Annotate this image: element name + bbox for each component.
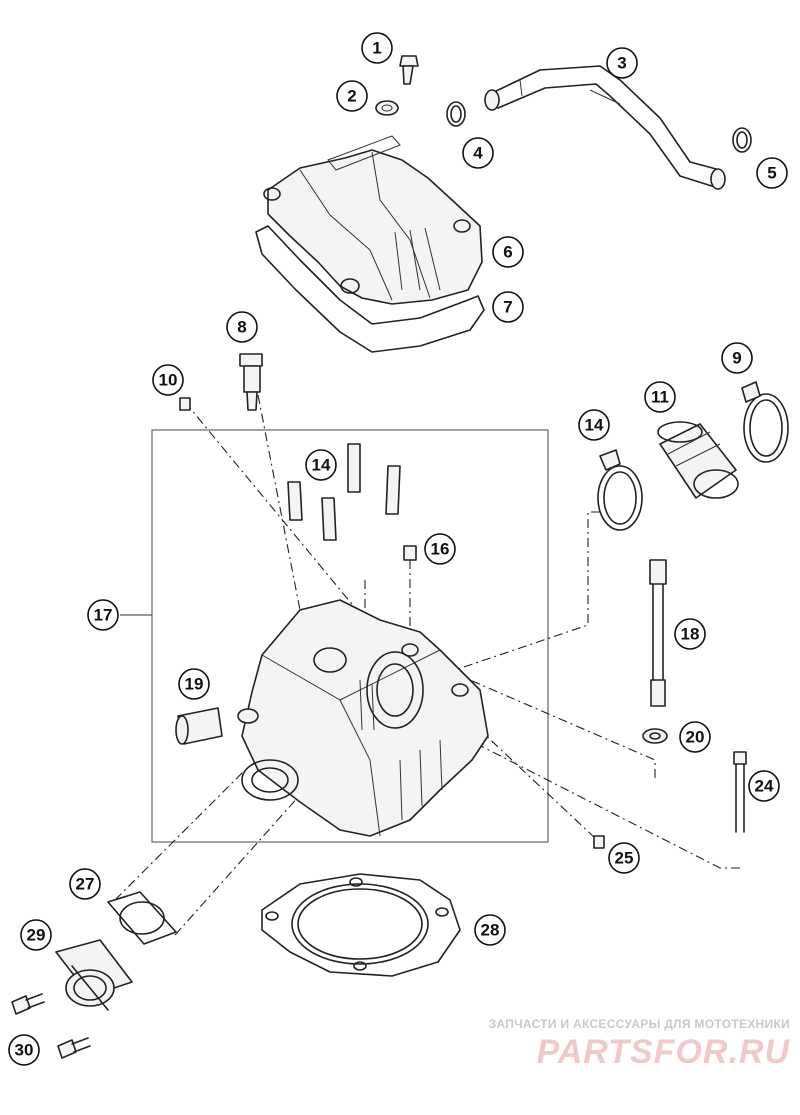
callout-4: 7 (492, 291, 524, 323)
flange-bolts (11, 993, 91, 1059)
svg-text:28: 28 (481, 921, 500, 940)
seal-small (237, 708, 259, 724)
watermark-subtitle: ЗАПЧАСТИ И АКСЕССУАРЫ ДЛЯ МОТОТЕХНИКИ (488, 1017, 790, 1031)
callout-14-lower: 25 (608, 842, 640, 874)
svg-text:19: 19 (185, 675, 204, 694)
svg-text:11: 11 (651, 388, 669, 407)
callout-10: 27 (69, 868, 101, 900)
cylinder-head-assembly-frame (151, 429, 549, 843)
callout-11: 19 (178, 668, 210, 700)
hose-clamp-small-2 (732, 127, 752, 153)
callout-18: 20 (679, 721, 711, 753)
stud-bolt (649, 559, 667, 707)
svg-text:14: 14 (312, 456, 331, 475)
svg-text:17: 17 (94, 606, 113, 625)
svg-text:7: 7 (503, 298, 512, 317)
callout-25: 9 (721, 342, 753, 374)
valve-cover (263, 135, 483, 305)
hose-clamp-small (446, 101, 466, 127)
svg-text:9: 9 (732, 349, 741, 368)
valve-guides (287, 443, 401, 541)
breather-hose (484, 65, 726, 190)
svg-text:10: 10 (159, 371, 178, 390)
long-bolt (733, 751, 747, 833)
svg-text:24: 24 (755, 777, 774, 796)
callout-20: 16 (424, 533, 456, 565)
svg-text:1: 1 (372, 39, 381, 58)
svg-text:2: 2 (347, 87, 356, 106)
temperature-sensor (239, 353, 263, 411)
washer (642, 728, 668, 744)
svg-text:4: 4 (473, 144, 483, 163)
callout-14: 10 (152, 364, 184, 396)
svg-text:20: 20 (686, 728, 705, 747)
svg-text:16: 16 (431, 540, 450, 559)
spark-plug-sleeve (175, 707, 223, 745)
exhaust-gasket (107, 891, 177, 945)
callout-2: 28 (474, 914, 506, 946)
callout-6: 2 (336, 80, 368, 112)
svg-text:14: 14 (585, 416, 604, 435)
callout-5: 1 (361, 32, 393, 64)
intake-flange (657, 421, 739, 499)
bolt-seal-ring (375, 100, 399, 116)
exhaust-flange (55, 939, 133, 1011)
callout-28: 4 (462, 137, 494, 169)
svg-text:8: 8 (237, 318, 246, 337)
callout-30: 5 (756, 157, 788, 189)
svg-text:25: 25 (615, 849, 634, 868)
callout-9: 29 (20, 919, 52, 951)
svg-text:30: 30 (15, 1041, 34, 1060)
plug-screw-bottom (593, 835, 605, 849)
callout-27: 8 (226, 311, 258, 343)
callout-17: 18 (674, 618, 706, 650)
hose-clamp-large-2 (741, 381, 789, 463)
svg-text:3: 3 (617, 54, 626, 73)
callout-1: 17 (87, 599, 119, 631)
valve-cover-gasket (255, 225, 485, 353)
callout-29: 3 (606, 47, 638, 79)
callout-7: 11 (644, 381, 676, 413)
svg-text:27: 27 (76, 875, 95, 894)
callout-24: 14 (578, 409, 610, 441)
callout-16: 14 (305, 449, 337, 481)
svg-text:5: 5 (767, 164, 776, 183)
callout-3: 6 (492, 236, 524, 268)
callout-8: 30 (8, 1034, 40, 1066)
grub-screw (403, 545, 417, 561)
svg-text:18: 18 (681, 625, 700, 644)
hose-clamp-large (597, 449, 643, 531)
callout-19: 24 (748, 770, 780, 802)
cylinder-head (241, 599, 489, 837)
plug-screw-top (179, 397, 191, 411)
cylinder-head-gasket (261, 873, 461, 977)
svg-text:29: 29 (27, 926, 46, 945)
watermark-logo: PARTSFOR.RU (536, 1033, 790, 1071)
assembly-leader-lines (114, 394, 740, 936)
valve-cover-bolt (399, 55, 419, 85)
svg-text:6: 6 (503, 243, 512, 262)
